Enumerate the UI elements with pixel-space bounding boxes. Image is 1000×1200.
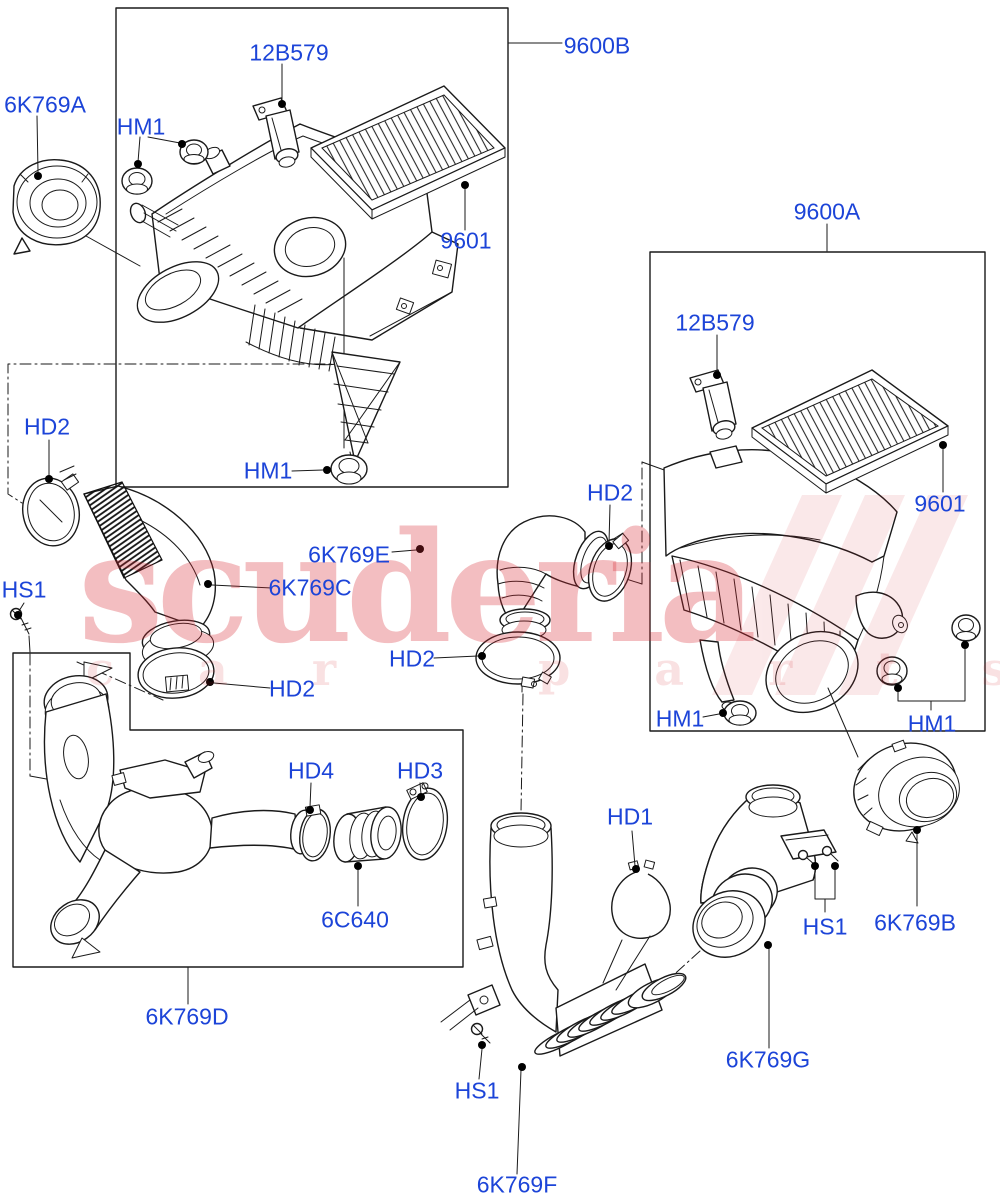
part-label-6k769g[interactable]: 6K769G [725,1046,811,1073]
part-label-hm1-9600b-top[interactable]: HM1 [116,113,166,140]
part-label-6k769a[interactable]: 6K769A [4,91,86,118]
part-label-6k769d[interactable]: 6K769D [145,1003,229,1030]
part-label-hd2-left[interactable]: HD2 [23,413,71,440]
grommet-hm1-9600B-drawings [121,139,368,485]
part-label-hd1[interactable]: HD1 [606,803,654,830]
hose-clamp-hd1-drawing [602,859,671,991]
part-label-hd2-6k769e-upper[interactable]: HD2 [586,479,634,506]
part-label-9600a[interactable]: 9600A [793,198,861,225]
part-label-9600b[interactable]: 9600B [563,32,631,59]
part-label-9601-9600a[interactable]: 9601 [914,490,966,517]
part-label-hm1-9600b-bottom[interactable]: HM1 [243,457,293,484]
part-label-12b579-9600b[interactable]: 12B579 [249,39,329,66]
part-label-9601-9600b[interactable]: 9601 [440,227,492,254]
intake-hose-6K769G-drawing [692,784,839,958]
intake-hose-6K769F-drawing [440,812,687,1057]
maf-sensor-9600A-drawing [689,369,737,440]
part-label-6k769e[interactable]: 6K769E [308,541,390,568]
leader-dots [14,100,969,1071]
air-filter-element-9600B-drawing [310,85,506,220]
part-label-12b579-9600a[interactable]: 12B579 [675,309,755,336]
part-label-hs1-6k769f[interactable]: HS1 [454,1077,500,1104]
hose-clamp-hd2-left-drawing [22,465,80,547]
hose-clamp-hd2-6K769E-upper-drawing [587,532,633,602]
part-label-hd2-6k769e-lower[interactable]: HD2 [388,645,436,672]
hose-clamp-hd2-6K769C-drawing [137,647,215,699]
intake-hose-6K769D-drawing [43,661,316,959]
part-label-hd4[interactable]: HD4 [287,757,335,784]
part-label-hd2-6k769c-lower[interactable]: HD2 [268,675,316,702]
coupler-6C640-drawing [333,806,402,863]
air-intake-housing-6K769B-drawing [853,739,960,844]
part-label-hm1-9600a-left[interactable]: HM1 [655,705,705,732]
callout-box-9600B [115,7,509,488]
intake-hose-6K769C-drawing [83,481,217,668]
part-label-hd3[interactable]: HD3 [396,757,444,784]
callout-box-9600A [649,251,986,732]
air-filter-element-9600A-drawing [751,369,949,494]
part-label-6k769f[interactable]: 6K769F [476,1171,558,1198]
hose-clamp-hd2-6K769E-lower-drawing [475,631,561,689]
leader-lines [18,42,966,1175]
air-intake-adapter-6K769A-drawing [12,159,101,255]
hose-clamp-hd3-drawing [401,782,449,861]
part-label-hs1-left[interactable]: HS1 [1,576,47,603]
grommet-hm1-9600A-drawings [723,614,981,726]
part-label-6c640[interactable]: 6C640 [321,906,389,933]
part-label-6k769b[interactable]: 6K769B [874,909,956,936]
callout-box-6K769D [12,652,464,968]
part-label-hm1-9600a-right[interactable]: HM1 [907,710,957,737]
part-label-6k769c[interactable]: 6K769C [268,574,352,601]
part-label-hs1-6k769g[interactable]: HS1 [802,913,848,940]
